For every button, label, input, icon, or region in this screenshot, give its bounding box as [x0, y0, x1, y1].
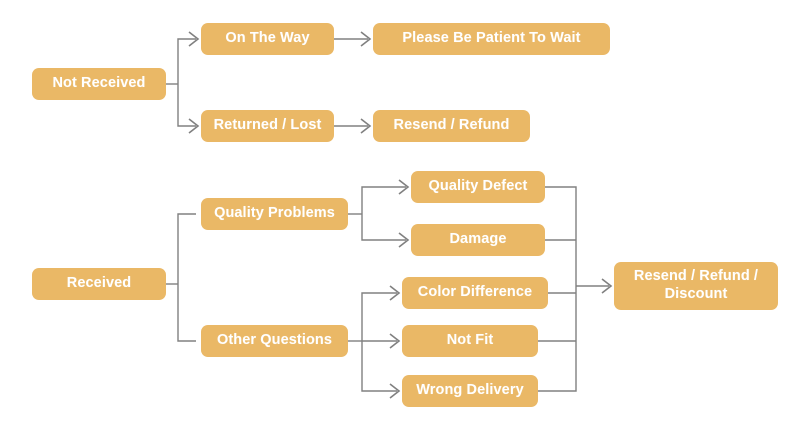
node-other_questions[interactable]: Other Questions — [201, 325, 348, 357]
arrowhead-color-difference — [389, 285, 401, 301]
arrowhead-on-the-way — [188, 31, 200, 47]
arrowhead-please-wait — [360, 31, 372, 47]
edge-received-to-other-questions — [177, 284, 196, 342]
node-color_difference[interactable]: Color Difference — [402, 277, 548, 309]
node-returned_lost[interactable]: Returned / Lost — [201, 110, 334, 142]
edge-quality-problems-to-damage — [361, 214, 406, 241]
node-on_the_way[interactable]: On The Way — [201, 23, 334, 55]
node-please_wait[interactable]: Please Be Patient To Wait — [373, 23, 610, 55]
edge-received-to-quality-problems — [177, 213, 196, 284]
arrowhead-resend-refund — [360, 118, 372, 134]
arrowhead-quality-defect — [398, 179, 410, 195]
edge-other-questions-to-color-difference — [361, 292, 397, 341]
edge-other-questions-to-wrong-delivery — [361, 341, 397, 392]
arrowhead-outcome — [601, 278, 613, 294]
node-received[interactable]: Received — [32, 268, 166, 300]
node-wrong_delivery[interactable]: Wrong Delivery — [402, 375, 538, 407]
node-not_fit[interactable]: Not Fit — [402, 325, 538, 357]
edge-not-received-to-on-the-way — [177, 38, 196, 84]
edge-quality-defect-to-outcome — [545, 186, 577, 286]
node-quality_defect[interactable]: Quality Defect — [411, 171, 545, 203]
node-resend_refund[interactable]: Resend / Refund — [373, 110, 530, 142]
node-quality_problems[interactable]: Quality Problems — [201, 198, 348, 230]
node-not_received[interactable]: Not Received — [32, 68, 166, 100]
node-resend_refund_discount[interactable]: Resend / Refund / Discount — [614, 262, 778, 310]
arrowhead-wrong-delivery — [389, 383, 401, 399]
arrowhead-not-fit — [389, 333, 401, 349]
edge-quality-problems-to-quality-defect — [361, 186, 406, 214]
arrowhead-returned-lost — [188, 118, 200, 134]
edge-not-received-to-returned-lost — [177, 84, 196, 127]
node-damage[interactable]: Damage — [411, 224, 545, 256]
arrowhead-damage — [398, 232, 410, 248]
